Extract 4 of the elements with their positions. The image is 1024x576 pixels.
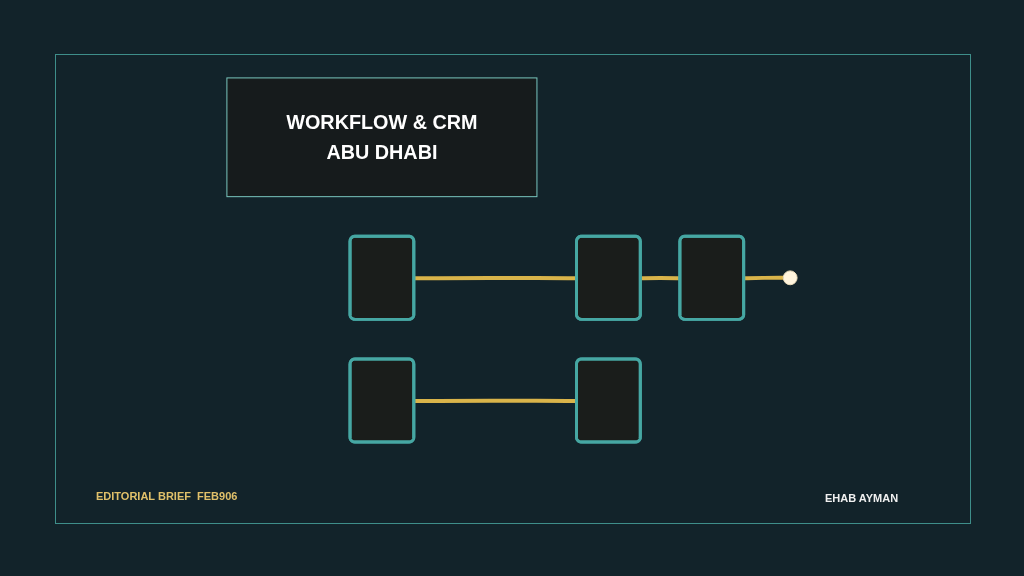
connector bbox=[744, 275, 784, 281]
node-box: WORKFLOW & CRM ABU DHABI bbox=[226, 77, 538, 198]
author-name: EHAB AYMAN bbox=[825, 492, 899, 504]
footer-note: EDITORIAL BRIEF FEB906 bbox=[96, 490, 238, 502]
